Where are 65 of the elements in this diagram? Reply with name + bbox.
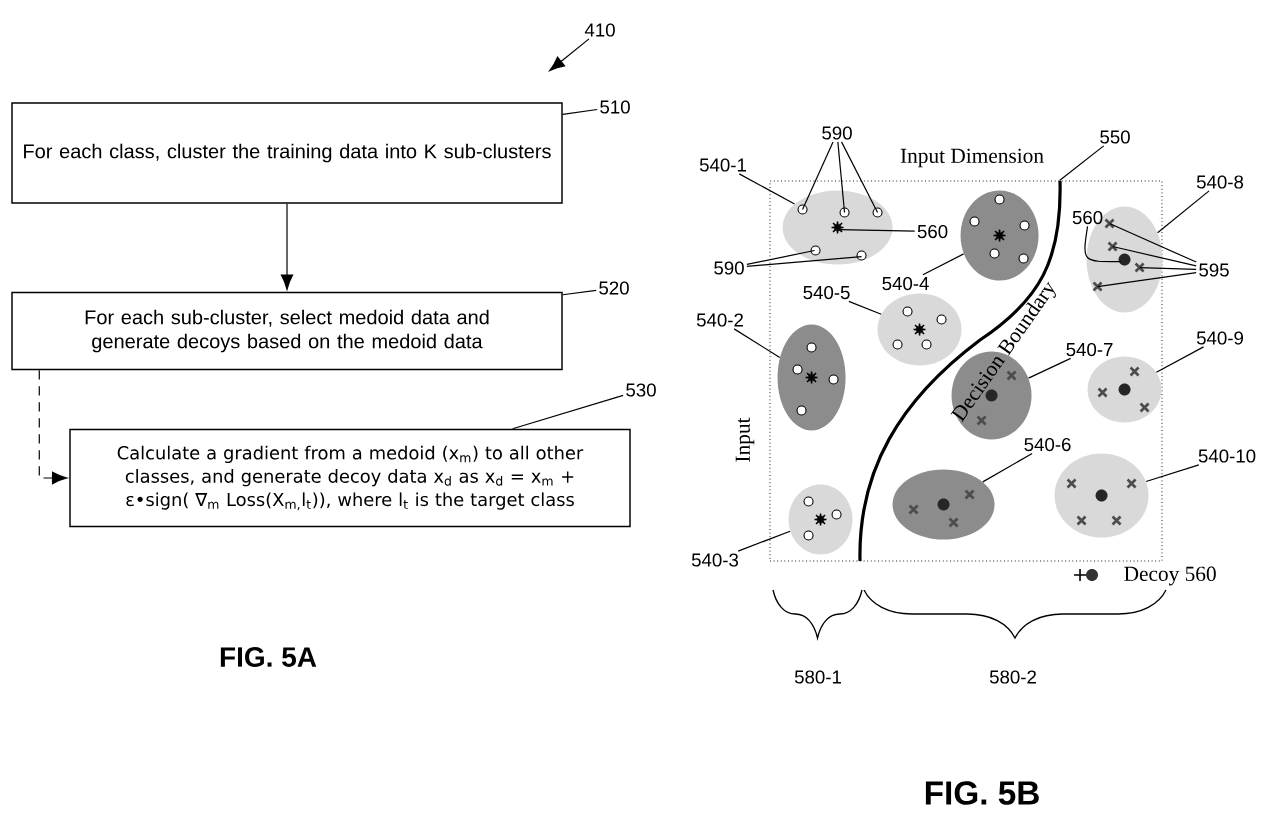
leader-line [562, 108, 598, 115]
callout-number: 580-1 [794, 670, 841, 684]
leader-line [1157, 190, 1210, 234]
leader-line [1096, 271, 1197, 288]
arrow [280, 203, 294, 290]
arrow [38, 369, 68, 485]
callout-number: 540-4 [882, 276, 929, 291]
callout-number: 550 [1100, 130, 1130, 144]
leader-line [838, 228, 916, 232]
callout-number: 410 [584, 23, 615, 37]
callout-number: 540-2 [696, 313, 743, 327]
cluster-ellipse [777, 324, 846, 431]
callout-number: 540-5 [803, 285, 850, 300]
callout-number: 590 [822, 126, 852, 140]
leader-line [837, 141, 846, 214]
arrow [549, 38, 590, 72]
leader-line [1108, 222, 1197, 263]
callout-number: 540-8 [1196, 175, 1244, 189]
leader-line [746, 249, 816, 265]
figure-label: FIG. 5B [925, 781, 1039, 805]
legend-text: Decoy 560 [1124, 566, 1216, 586]
leader-line [922, 253, 965, 276]
leader-line [562, 289, 597, 296]
leader-line [1111, 245, 1197, 267]
process-box: Calculate a gradient from a medoid (x$_{m}$) to all other classes, and generate decoy data x$_{d}$ as x$_{d}$ = x$_{m}$ + ε•sign( ∇$_{m}$ Loss(X$_{m,}$l$_{t}$)), where l$_{t}$ is the target class [69, 428, 631, 528]
leader-line [1138, 266, 1197, 270]
leader-line [738, 173, 796, 205]
cluster-ellipse [1054, 453, 1149, 538]
callout-number: 540-7 [1066, 342, 1113, 357]
callout-number: 510 [600, 100, 630, 114]
callout-number: 540-3 [691, 553, 739, 567]
leader-line [1028, 357, 1072, 379]
callout-number: 540-10 [1198, 449, 1256, 463]
process-box: For each class, cluster the training data into K sub-clusters [11, 102, 563, 204]
leader-line [848, 300, 882, 315]
leader-line [1058, 145, 1105, 182]
callout-number: 540-1 [699, 158, 746, 172]
callout-number: 520 [599, 281, 629, 295]
cluster-ellipse [782, 190, 893, 265]
cluster-ellipse [892, 469, 995, 540]
axis-label: Input [735, 417, 755, 462]
callout-number: 560 [917, 224, 948, 239]
callout-number: 595 [1199, 263, 1229, 277]
leader-line [1145, 464, 1200, 483]
process-box: For each sub-cluster, select medoid data and generate decoys based on the medoid data [11, 291, 563, 371]
cluster-ellipse [788, 484, 853, 555]
callout-number: 580-2 [989, 670, 1036, 684]
callout-number: 590 [714, 261, 744, 275]
figure-label: FIG. 5A [220, 647, 317, 667]
callout-number: 540-9 [1196, 331, 1243, 345]
cluster-ellipse [960, 190, 1039, 281]
leader-line [801, 141, 834, 211]
leader-line [512, 394, 624, 430]
callout-number: 560 [1072, 210, 1103, 225]
leader-line [840, 141, 879, 214]
leader-line [737, 530, 791, 552]
axis-label: Input Dimension [900, 148, 1044, 168]
leader-line [733, 328, 781, 359]
callout-number: 540-6 [1024, 437, 1071, 452]
leader-line [1155, 346, 1205, 373]
leader-line [1084, 225, 1122, 263]
callout-number: 530 [626, 383, 656, 397]
leader-line [746, 255, 863, 268]
cluster-ellipse [1087, 356, 1162, 423]
leader-line [982, 452, 1033, 483]
